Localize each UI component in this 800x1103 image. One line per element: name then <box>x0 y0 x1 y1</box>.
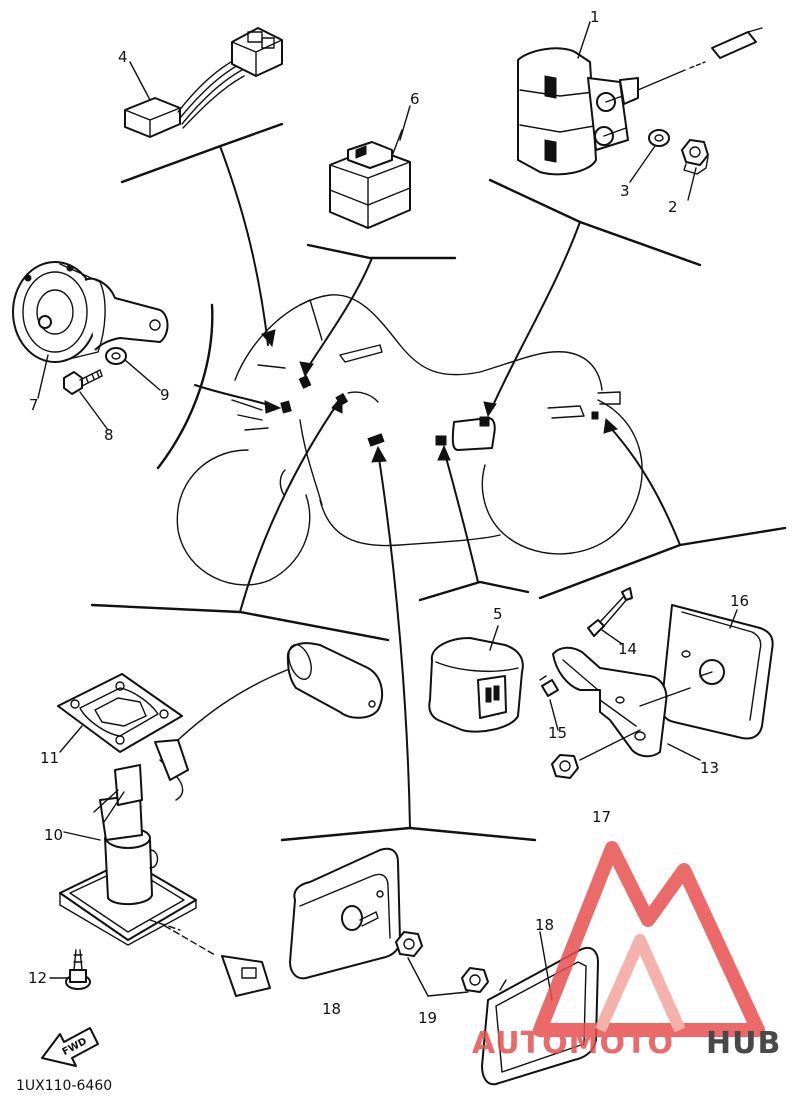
watermark-text-left: AUTOMOTO <box>472 1026 674 1061</box>
part-8-bolt <box>63 369 103 395</box>
label-leaders <box>37 21 738 979</box>
leader-13 <box>667 743 701 761</box>
part-11-gasket <box>57 673 183 753</box>
part-6-relay <box>329 129 411 229</box>
label-4: 4 <box>118 48 128 66</box>
label-15: 15 <box>548 724 567 742</box>
leader-19 <box>407 957 469 997</box>
part-1-starter-relay <box>517 27 763 176</box>
part-16-plate-light <box>660 604 774 740</box>
label-17: 17 <box>592 808 611 826</box>
part-4-wire-lead <box>124 27 283 138</box>
part-19-nut-lower <box>461 967 489 993</box>
part-9-washer <box>105 347 127 365</box>
fuel-sender-float <box>286 642 384 719</box>
part-2-nut <box>681 139 709 175</box>
label-10: 10 <box>44 826 63 844</box>
part-17-nut <box>551 754 579 779</box>
leader-17 <box>579 729 641 761</box>
label-8: 8 <box>104 426 114 444</box>
label-11: 11 <box>40 749 59 767</box>
part-5-flasher-relay <box>428 637 524 733</box>
watermark-logo-icon <box>533 841 765 1037</box>
label-5: 5 <box>493 605 503 623</box>
label-9: 9 <box>160 386 170 404</box>
label-6: 6 <box>410 90 420 108</box>
label-3: 3 <box>620 182 630 200</box>
part-18-reflector-left <box>289 847 401 980</box>
diagram-code: 1UX110-6460 <box>16 1078 112 1094</box>
label-2: 2 <box>668 198 678 216</box>
part-15-clip <box>539 675 559 697</box>
part-14-rivet <box>587 587 633 637</box>
label-7: 7 <box>29 396 39 414</box>
part-12-screw <box>65 949 91 990</box>
part-3-washer <box>648 129 670 147</box>
motorcycle-outline <box>176 294 643 586</box>
label-18-left: 18 <box>322 1000 341 1018</box>
label-18-right: 18 <box>535 916 554 934</box>
forward-arrow-icon: FWD <box>41 1027 99 1067</box>
label-13: 13 <box>700 759 719 777</box>
label-14: 14 <box>618 640 637 658</box>
part-13-bracket <box>552 646 668 758</box>
leader-16 <box>639 687 691 707</box>
watermark-text-right: HUB <box>706 1026 781 1061</box>
label-12: 12 <box>28 969 47 987</box>
automotohub-watermark: AUTOMOTO HUB <box>472 841 781 1061</box>
part-19-nut-upper <box>395 931 423 957</box>
label-16: 16 <box>730 592 749 610</box>
label-19: 19 <box>418 1009 437 1027</box>
label-1: 1 <box>590 8 600 26</box>
part-7-horn <box>12 261 169 363</box>
part-10-fuel-sender <box>59 667 293 997</box>
callout-lines <box>90 122 787 842</box>
